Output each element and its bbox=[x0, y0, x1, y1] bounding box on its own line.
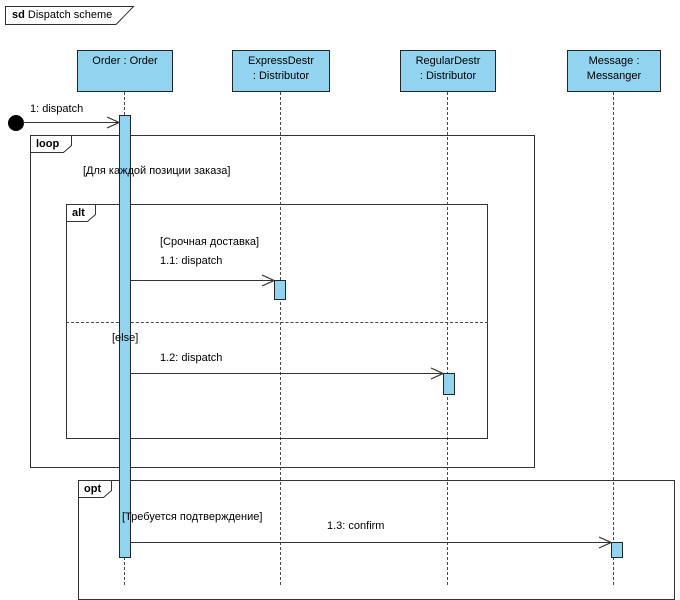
lifeline-head-regular-line2: : Distributor bbox=[419, 70, 477, 82]
frame-text: sd Dispatch scheme bbox=[12, 9, 112, 22]
message-1-label: 1: dispatch bbox=[30, 103, 84, 115]
fragment-loop bbox=[30, 135, 535, 468]
message-1-3-line bbox=[131, 542, 611, 543]
fragment-alt-separator bbox=[66, 322, 488, 323]
open-arrowhead-icon bbox=[430, 367, 444, 380]
open-arrowhead-icon bbox=[106, 116, 120, 129]
fragment-alt-guard1: [Срочная доставка] bbox=[160, 236, 260, 248]
diagram-frame-label: sd Dispatch scheme bbox=[5, 6, 135, 25]
lifeline-head-regular-line1: RegularDestr bbox=[415, 55, 481, 67]
fragment-opt-operator-label: opt bbox=[84, 483, 102, 495]
fragment-loop-guard: [Для каждой позиции заказа] bbox=[83, 165, 231, 177]
message-1-2-line bbox=[131, 373, 443, 374]
activation-express bbox=[274, 280, 286, 300]
fragment-alt-operator-label: alt bbox=[72, 207, 85, 219]
pentagon-icon bbox=[78, 480, 112, 498]
message-1-line bbox=[23, 122, 119, 123]
activation-message bbox=[611, 542, 623, 558]
lifeline-head-order-label: Order : Order bbox=[92, 55, 158, 67]
message-1-2-label: 1.2: dispatch bbox=[160, 352, 223, 364]
fragment-opt bbox=[78, 480, 675, 600]
frame-title: Dispatch scheme bbox=[27, 9, 113, 21]
frame-keyword: sd bbox=[12, 9, 25, 21]
open-arrowhead-icon bbox=[261, 274, 275, 287]
lifeline-head-express-line1: ExpressDestr bbox=[247, 55, 315, 67]
fragment-alt-guard2: [else] bbox=[112, 332, 139, 344]
lifeline-head-message: Message : Messanger bbox=[567, 50, 661, 92]
lifeline-head-message-line2: Messanger bbox=[586, 70, 642, 82]
activation-order bbox=[119, 115, 131, 558]
lifeline-express bbox=[280, 92, 281, 585]
pentagon-icon bbox=[30, 135, 72, 153]
found-message-circle-icon bbox=[8, 115, 24, 131]
frame-pentagon-icon bbox=[5, 6, 135, 25]
lifeline-head-message-line1: Message : bbox=[588, 55, 640, 67]
fragment-loop-operator: loop bbox=[30, 135, 72, 153]
pentagon-icon bbox=[66, 204, 96, 222]
sequence-diagram-canvas: { "frame": { "keyword": "sd", "title": "… bbox=[5, 6, 675, 600]
lifeline-regular bbox=[447, 92, 448, 585]
message-1-1-line bbox=[131, 280, 274, 281]
lifeline-head-regular: RegularDestr : Distributor bbox=[400, 50, 496, 92]
lifeline-head-express-line2: : Distributor bbox=[252, 70, 310, 82]
fragment-alt bbox=[66, 204, 488, 439]
lifeline-head-order: Order : Order bbox=[77, 50, 173, 92]
message-1-1-label: 1.1: dispatch bbox=[160, 255, 223, 267]
fragment-opt-guard: [Требуется подтверждение] bbox=[122, 511, 263, 523]
fragment-loop-operator-label: loop bbox=[36, 138, 60, 150]
lifeline-head-express: ExpressDestr : Distributor bbox=[232, 50, 330, 92]
lifeline-message bbox=[613, 92, 614, 585]
activation-regular bbox=[443, 373, 455, 395]
message-1-3-label: 1.3: confirm bbox=[327, 520, 385, 532]
fragment-alt-operator: alt bbox=[66, 204, 96, 222]
fragment-opt-operator: opt bbox=[78, 480, 112, 498]
open-arrowhead-icon bbox=[598, 536, 612, 549]
